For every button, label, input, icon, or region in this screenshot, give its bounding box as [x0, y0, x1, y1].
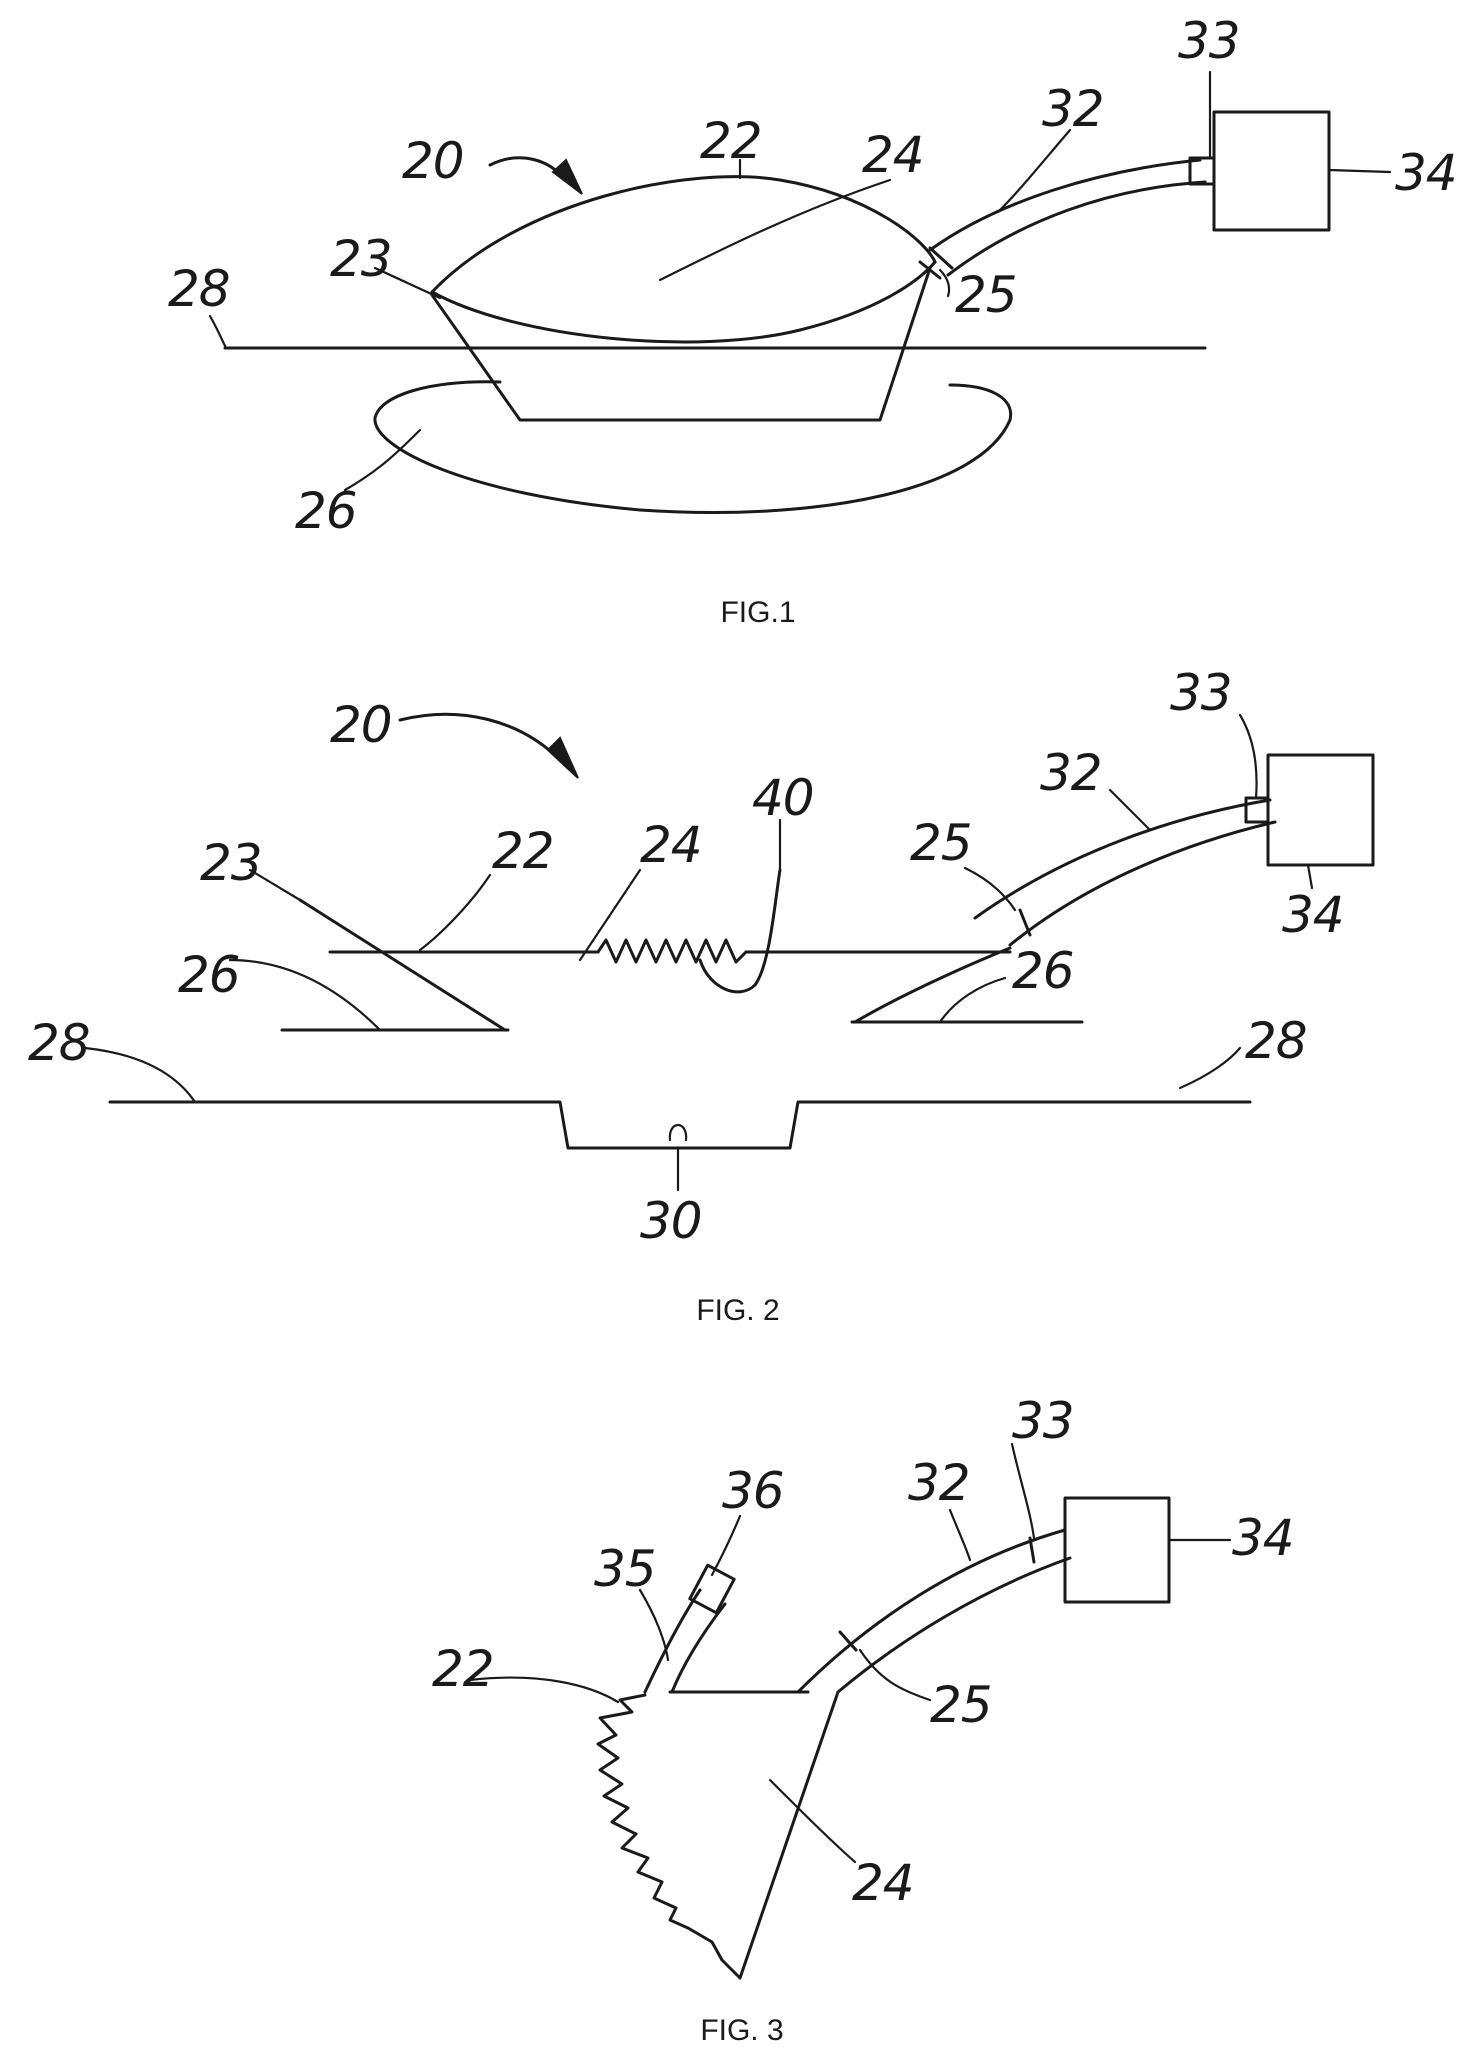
- fig1-tube-32-lower: [948, 182, 1205, 275]
- fig1-dome-22: [432, 177, 935, 292]
- figure-1: 20 22 24 23 25 28 26 32 33 34 FIG.1: [168, 12, 1457, 629]
- fig2-label: 20: [330, 696, 392, 754]
- fig1-label: 26: [295, 482, 357, 540]
- fig2-label: 32: [1040, 744, 1102, 802]
- fig1-inner-rim: [432, 262, 935, 342]
- fig2-label: 22: [492, 822, 554, 880]
- fig1-box-34: [1214, 112, 1329, 230]
- fig2-port-25: [1020, 910, 1030, 935]
- fig2-label: 24: [640, 816, 702, 874]
- fig1-cup-body: [432, 268, 930, 420]
- fig2-label: 33: [1170, 664, 1232, 722]
- fig2-label: 30: [640, 1192, 702, 1250]
- fig3-leader-25: [860, 1650, 930, 1700]
- fig1-leader-28: [210, 316, 226, 348]
- fig1-leader-34: [1329, 170, 1390, 172]
- fig1-label: 32: [1042, 80, 1104, 138]
- fig3-box-34: [1065, 1498, 1169, 1602]
- fig3-zigzag-wall-22: [598, 1695, 740, 1978]
- fig2-label: 40: [752, 769, 814, 827]
- fig2-hole-30: [670, 1125, 686, 1140]
- fig1-flange-26: [375, 382, 1011, 513]
- fig2-label: 34: [1282, 886, 1344, 944]
- fig3-caption: FIG. 3: [700, 2014, 783, 2047]
- fig1-leader-26: [345, 430, 420, 490]
- fig2-box-34: [1268, 755, 1373, 865]
- fig1-label: 25: [955, 266, 1017, 324]
- fig3-tube-32-lower: [838, 1558, 1070, 1692]
- fig2-leader-32: [1110, 790, 1150, 830]
- fig2-label: 26: [1012, 942, 1074, 1000]
- fig2-wall-23: [300, 900, 505, 1030]
- fig3-label: 34: [1232, 1509, 1294, 1567]
- fig1-label: 33: [1178, 12, 1240, 70]
- fig3-leader-33: [1012, 1444, 1034, 1538]
- fig1-leader-24: [660, 180, 890, 280]
- fig3-leader-32: [950, 1510, 970, 1560]
- fig2-leader-26-left: [230, 960, 380, 1030]
- fig3-tube-35-inner: [672, 1604, 725, 1692]
- fig1-label: 20: [402, 132, 464, 190]
- fig2-leader-33: [1240, 715, 1257, 798]
- fig1-label: 24: [862, 126, 924, 184]
- fig2-hook-40: [700, 870, 780, 992]
- fig1-caption: FIG.1: [720, 596, 795, 629]
- fig3-label: 22: [432, 1640, 494, 1698]
- fig2-caption: FIG. 2: [696, 1294, 779, 1327]
- fig3-leader-36: [712, 1516, 740, 1575]
- fig2-label: 23: [200, 834, 262, 892]
- fig3-tube-32-upper: [798, 1530, 1065, 1692]
- fig3-label: 32: [908, 1454, 970, 1512]
- fig2-label: 28: [1245, 1012, 1307, 1070]
- fig3-cap-36: [690, 1565, 734, 1613]
- fig2-leader-28-right: [1180, 1048, 1240, 1088]
- fig3-leader-35: [640, 1590, 668, 1660]
- fig1-label: 34: [1395, 144, 1457, 202]
- fig2-label: 25: [910, 814, 972, 872]
- fig3-tube-35-outer: [645, 1590, 700, 1692]
- fig2-label: 28: [28, 1014, 90, 1072]
- fig3-label: 36: [722, 1462, 784, 1520]
- fig3-label: 33: [1012, 1392, 1074, 1450]
- fig2-tube-32-lower: [1010, 822, 1275, 945]
- fig2-arrowhead: [548, 738, 578, 778]
- fig1-label: 23: [330, 230, 392, 288]
- fig2-leader-28-left: [85, 1048, 195, 1102]
- fig2-label: 26: [178, 946, 240, 1004]
- fig2-leader-34: [1308, 865, 1312, 888]
- fig2-tube-32-upper: [975, 800, 1270, 918]
- figure-3: 35 36 22 32 33 34 25 24 FIG. 3: [432, 1392, 1294, 2047]
- fig1-arrow-20: [490, 158, 565, 180]
- fig1-label: 22: [700, 112, 762, 170]
- fig3-label: 25: [930, 1676, 992, 1734]
- fig3-right-wall: [740, 1692, 838, 1978]
- fig2-leader-25: [965, 868, 1015, 910]
- fig3-label: 35: [594, 1540, 656, 1598]
- fig2-leader-22: [420, 875, 490, 950]
- fig1-tube-32-upper: [930, 160, 1200, 250]
- fig2-spring-40: [598, 940, 746, 962]
- figure-2: 20 22 23 24 40 25 32 33 34 26 26 28 28 3…: [28, 664, 1373, 1327]
- fig1-arrowhead: [553, 160, 582, 194]
- fig2-arrow-20: [400, 714, 560, 760]
- fig1-label: 28: [168, 260, 230, 318]
- fig3-label: 24: [852, 1854, 914, 1912]
- fig2-leader-26-right: [940, 978, 1005, 1022]
